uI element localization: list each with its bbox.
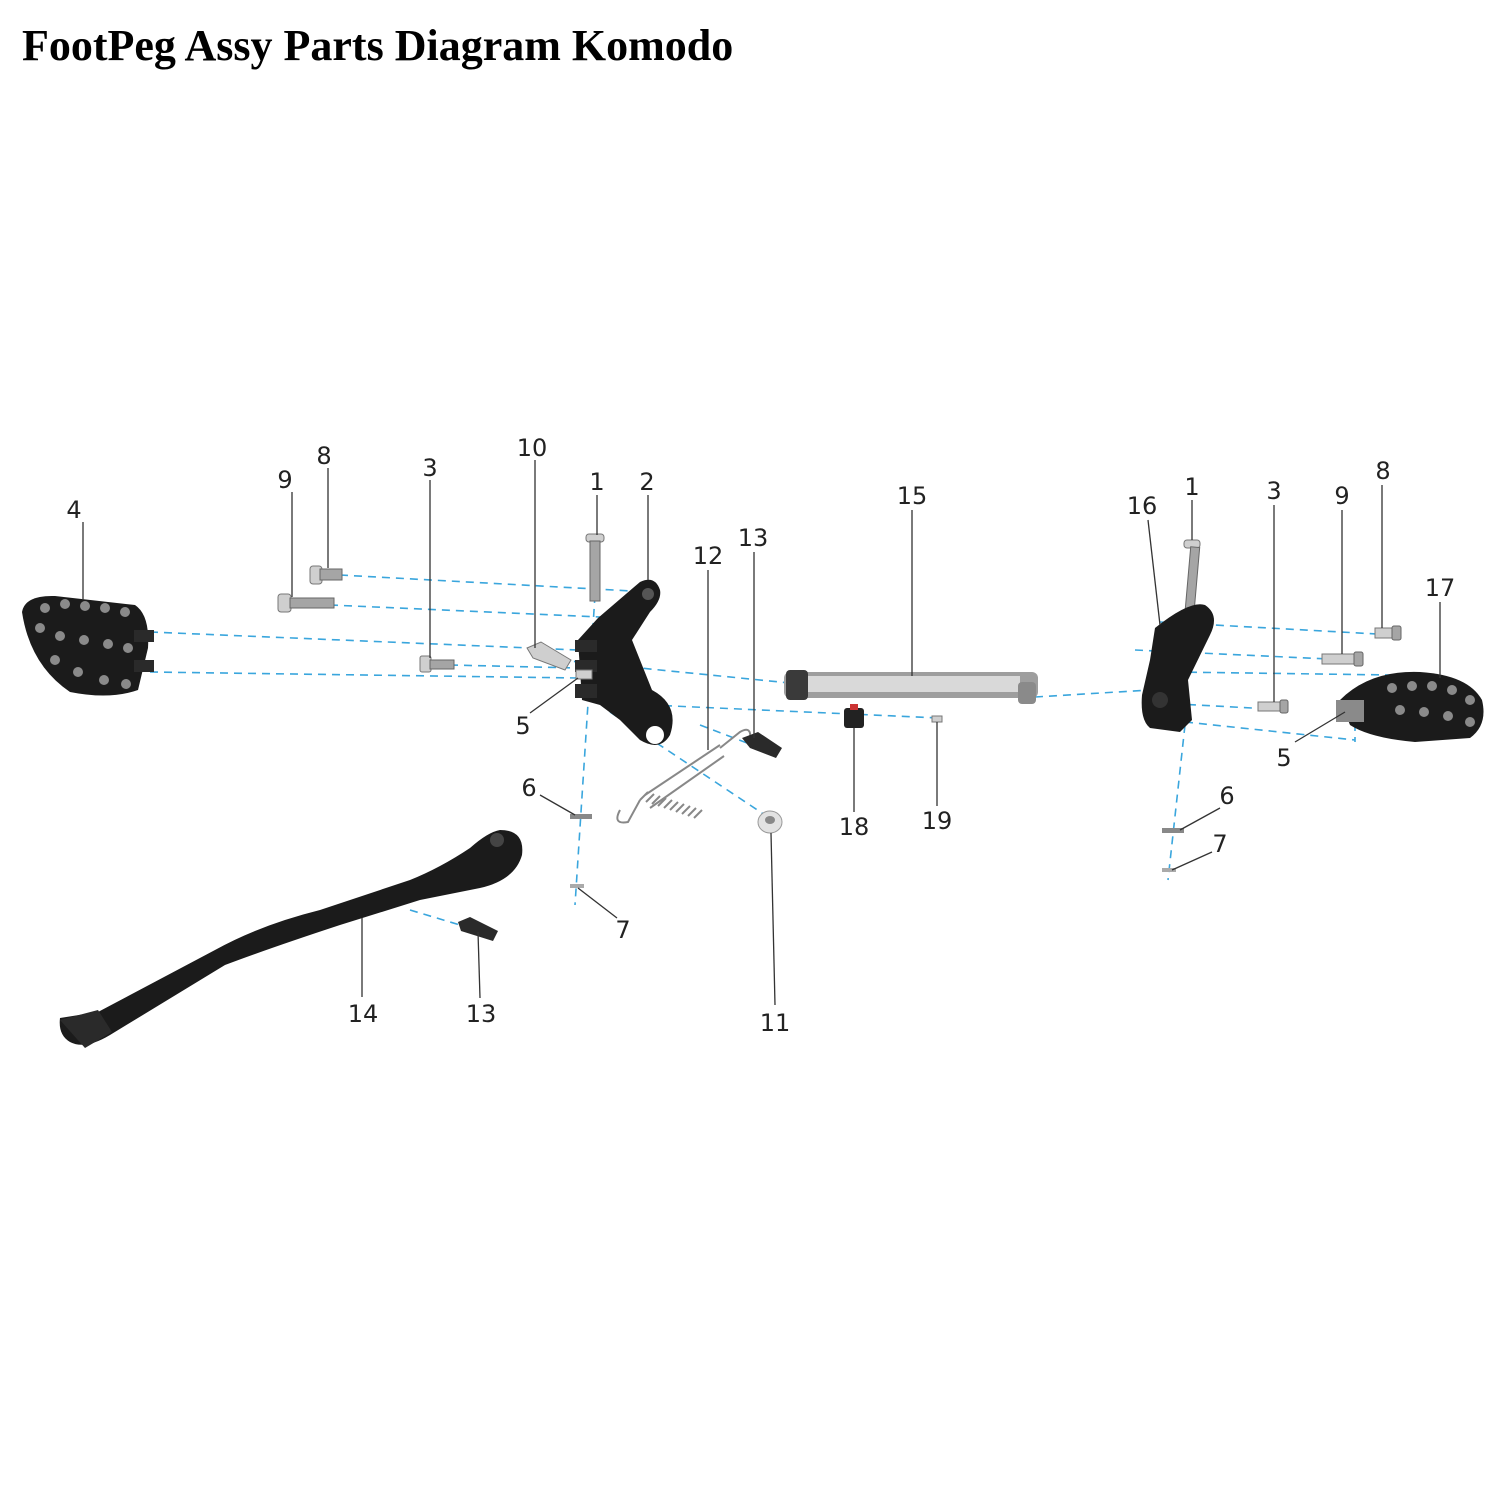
callout-1-left: 1	[589, 468, 604, 496]
callout-5-right: 5	[1276, 744, 1291, 772]
callout-13-upper: 13	[738, 524, 769, 552]
switch-18-part	[844, 704, 864, 728]
callout-4: 4	[66, 496, 81, 524]
callout-labels: 4 9 8 3 10 1 2 12 13 15 16 1 3 9 8 17 5 …	[66, 434, 1455, 1037]
callout-1-right: 1	[1184, 473, 1199, 501]
axle-15-part	[784, 670, 1038, 704]
bolt-8-right-part	[1374, 625, 1402, 641]
callout-8-left: 8	[316, 442, 331, 470]
bolt-8-left-part	[309, 565, 343, 585]
bolt-13-upper-part	[742, 732, 782, 758]
callout-17: 17	[1425, 574, 1456, 602]
screw-19-part	[931, 715, 943, 723]
callout-16: 16	[1127, 492, 1158, 520]
pin-5-left-part	[575, 669, 593, 680]
footpeg-right-part	[1336, 671, 1484, 742]
callout-7-right: 7	[1212, 830, 1227, 858]
bolt-13-lower-part	[458, 917, 498, 941]
callout-9-left: 9	[277, 466, 292, 494]
callout-12: 12	[693, 542, 724, 570]
bolt-9-right-part	[1321, 651, 1364, 667]
callout-18: 18	[839, 813, 870, 841]
kickstand-14-part	[59, 830, 523, 1048]
leader-lines	[82, 460, 1441, 1006]
clip-7-left-part	[570, 884, 584, 888]
callout-19: 19	[922, 807, 953, 835]
callout-6-left: 6	[521, 774, 536, 802]
callout-11: 11	[760, 1009, 791, 1037]
callout-14: 14	[348, 1000, 379, 1028]
callout-6-right: 6	[1219, 782, 1234, 810]
callout-8-right: 8	[1375, 457, 1390, 485]
page-title: FootPeg Assy Parts Diagram Komodo	[22, 21, 734, 70]
bolt-3-right-part	[1257, 699, 1289, 714]
clip-7-right-part	[1162, 868, 1176, 872]
callout-13-lower: 13	[466, 1000, 497, 1028]
bolt-10-part	[526, 641, 572, 671]
bolt-9-left-part	[277, 593, 335, 613]
bushing-11-part	[757, 810, 783, 834]
callout-15: 15	[897, 482, 928, 510]
bolt-3-left-part	[419, 655, 455, 673]
pin-1-right-part	[1183, 539, 1201, 610]
pin-1-left-part	[585, 533, 605, 602]
spring-12-part	[616, 728, 752, 824]
callout-10: 10	[517, 434, 548, 462]
washer-6-right-part	[1162, 828, 1184, 833]
bracket-16-part	[1141, 604, 1214, 732]
callout-3-right: 3	[1266, 477, 1281, 505]
callout-3-left: 3	[422, 454, 437, 482]
callout-2: 2	[639, 468, 654, 496]
washer-6-left-part	[570, 814, 592, 819]
callout-7-left: 7	[615, 916, 630, 944]
callout-5-left: 5	[515, 712, 530, 740]
footpeg-left-part	[22, 595, 154, 696]
callout-9-right: 9	[1334, 482, 1349, 510]
bracket-2-part	[575, 579, 673, 745]
